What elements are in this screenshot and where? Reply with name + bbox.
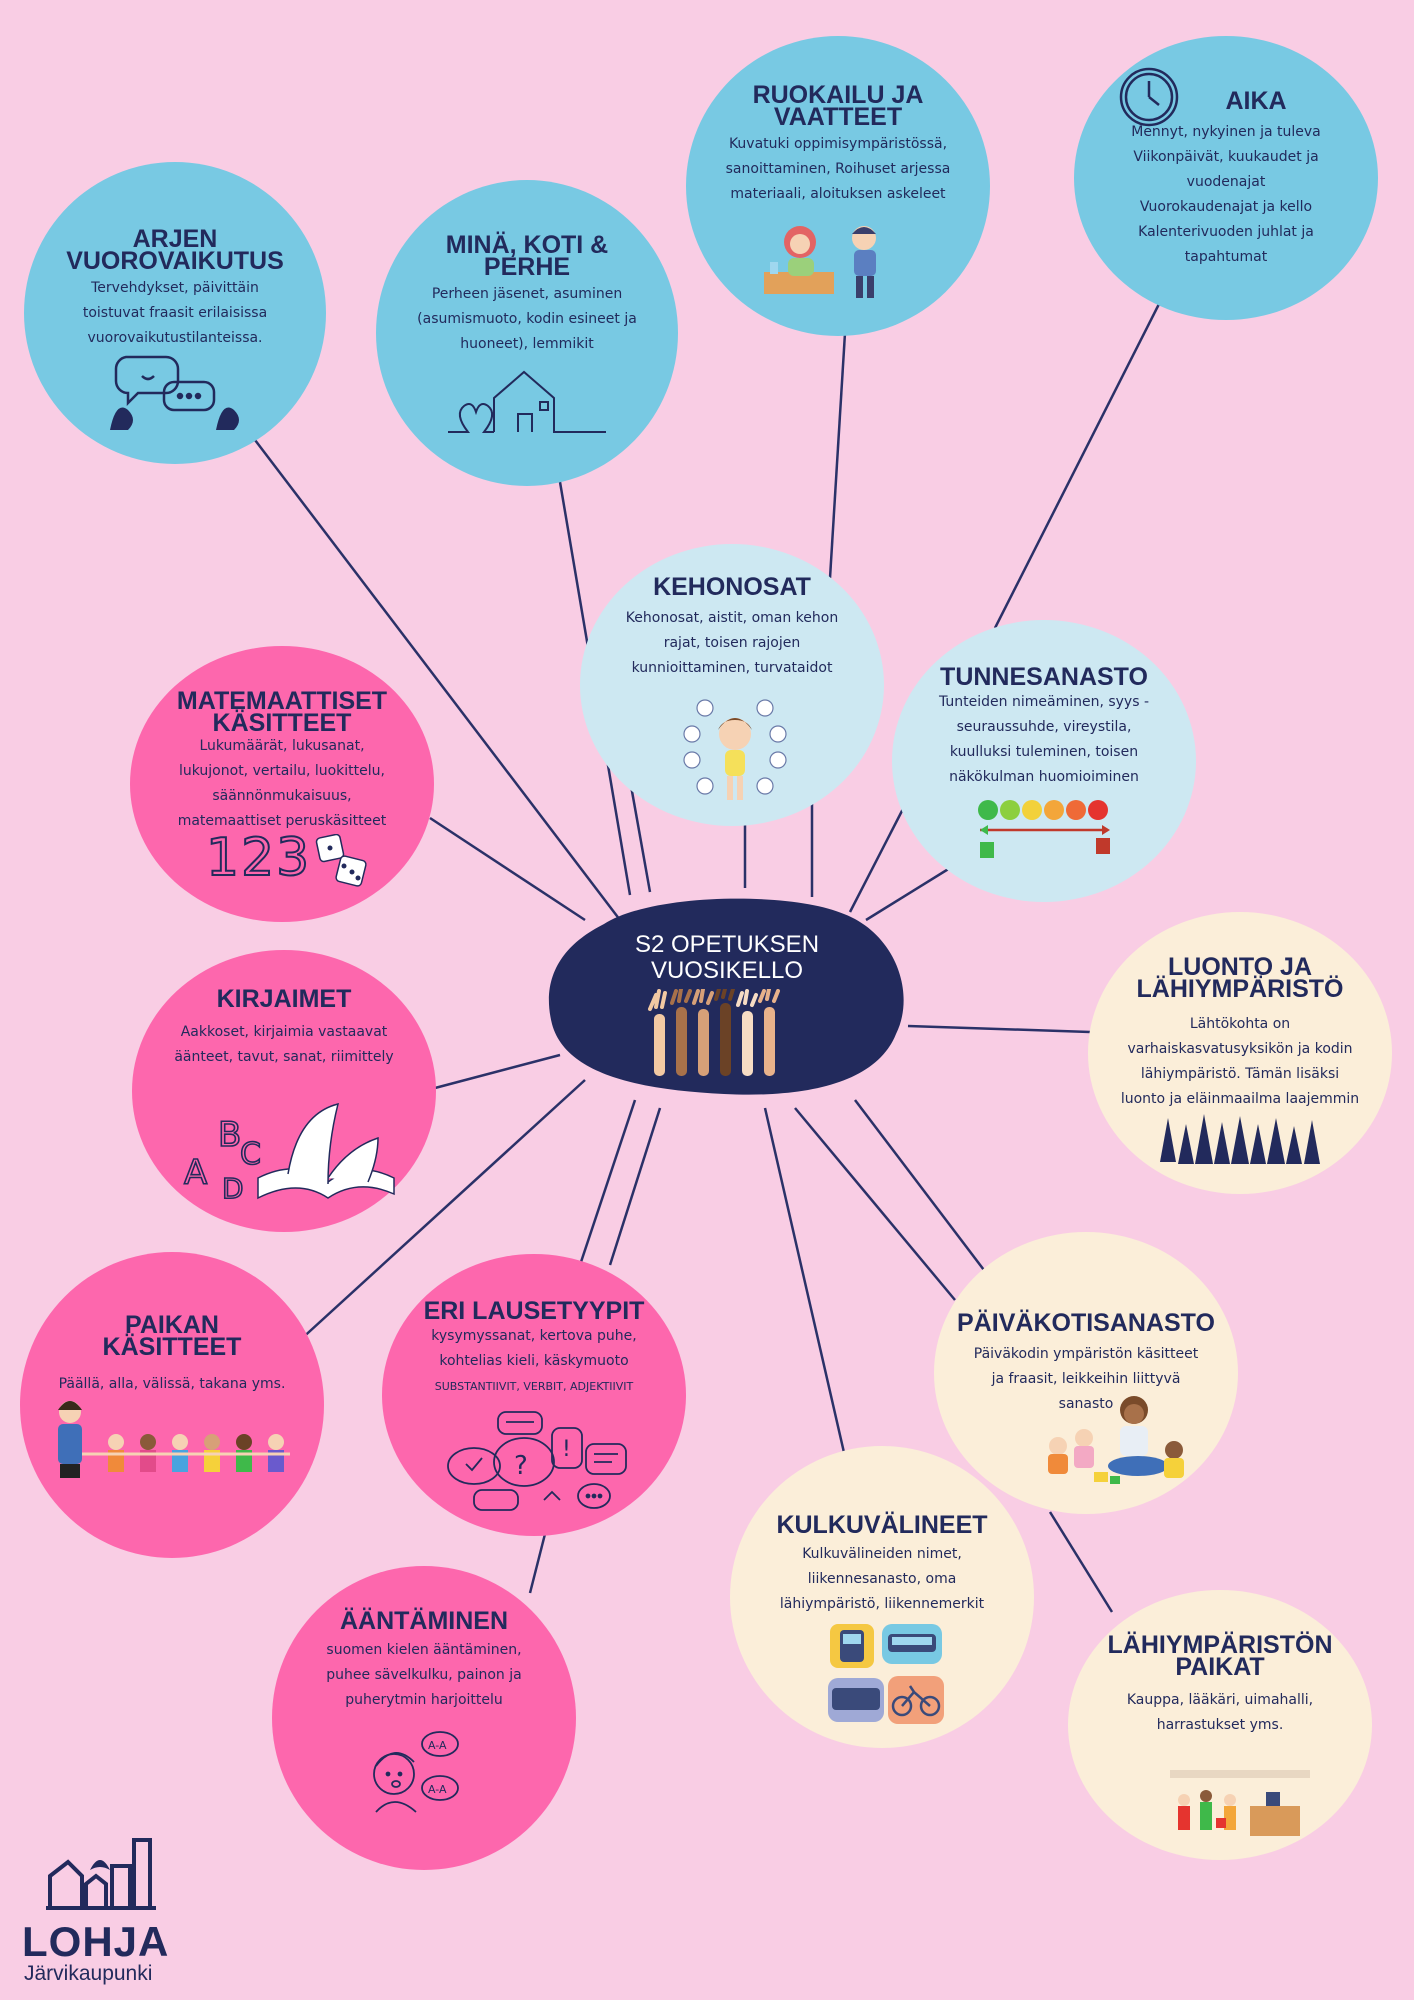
topic-title: ÄÄNTÄMINEN — [339, 1607, 509, 1635]
center-blob — [548, 898, 904, 1095]
topic-mina-koti-perhe: MINÄ, KOTI &PERHE Perheen jäsenet, asumi… — [376, 180, 678, 486]
center-hub: S2 OPETUKSEN VUOSIKELLO — [544, 884, 910, 1096]
teacher-children-icon — [1048, 1396, 1184, 1484]
forest-trees-icon — [1160, 1114, 1320, 1164]
emotion-scale-icon — [978, 800, 1110, 858]
svg-text:D: D — [222, 1172, 244, 1205]
children-eating-icon — [764, 226, 876, 298]
topic-description: Kulkuvälineiden nimet,liikennesanasto, o… — [779, 1546, 985, 1612]
child-speaking-icon: A-A A-A — [373, 1731, 459, 1813]
topic-description: suomen kielen ääntäminen,puhee sävelkulk… — [326, 1642, 522, 1708]
body-parts-girl-icon — [683, 699, 787, 800]
vehicles-icon — [828, 1624, 944, 1724]
svg-text:?: ? — [514, 1451, 528, 1481]
topic-title: MINÄ, KOTI &PERHE — [445, 231, 609, 281]
raised-hands-icon — [648, 989, 780, 1076]
topic-kulkuvalineet: KULKUVÄLINEET Kulkuvälineiden nimet,liik… — [730, 1446, 1034, 1748]
topic-description: Kuvatuki oppimisympäristössä,sanoittamin… — [725, 136, 951, 202]
lohja-town-emblem-icon — [46, 1838, 156, 1910]
topic-title: KEHONOSAT — [653, 573, 811, 601]
house-heart-icon — [448, 370, 606, 433]
topic-title: TUNNESANASTO — [940, 663, 1148, 691]
abc-book-icon: A B C D — [183, 1102, 395, 1206]
topic-description: Perheen jäsenet, asuminen(asumismuoto, k… — [417, 286, 637, 352]
logo-subtitle: Järvikaupunki — [24, 1962, 153, 1985]
topic-title: AIKA — [1225, 87, 1287, 115]
svg-text:!: ! — [562, 1437, 571, 1462]
topic-tunnesanasto: TUNNESANASTO Tunteiden nimeäminen, syys … — [892, 620, 1196, 902]
clock-icon — [1119, 67, 1179, 127]
topic-paivakotisanasto: PÄIVÄKOTISANASTO Päiväkodin ympäristön k… — [934, 1232, 1238, 1514]
topic-eri-lausetyypit: ERI LAUSETYYPIT kysymyssanat, kertova pu… — [382, 1254, 686, 1536]
svg-text:C: C — [240, 1137, 261, 1172]
center-title: S2 OPETUKSEN VUOSIKELLO — [634, 931, 820, 984]
lohja-logo: LOHJA Järvikaupunki — [22, 1830, 222, 1985]
children-holding-hands-icon — [58, 1401, 290, 1478]
svg-text:B: B — [218, 1115, 241, 1155]
topic-title: PÄIVÄKOTISANASTO — [957, 1309, 1215, 1337]
topic-title: ERI LAUSETYYPIT — [423, 1297, 645, 1325]
shop-people-icon — [1170, 1770, 1310, 1836]
topic-description: Tunteiden nimeäminen, syys -seuraussuhde… — [938, 694, 1150, 785]
numbers-123-icon: 123 — [205, 827, 312, 889]
topic-description: Päällä, alla, välissä, takana yms. — [58, 1376, 286, 1392]
topic-title: KIRJAIMET — [216, 985, 352, 1013]
svg-text:A-A: A-A — [428, 1739, 447, 1752]
logo-name: LOHJA — [22, 1918, 170, 1965]
topic-description: Kauppa, lääkäri, uimahalli,harrastukset … — [1126, 1692, 1314, 1733]
svg-text:A-A: A-A — [428, 1783, 447, 1796]
topic-title: KULKUVÄLINEET — [776, 1511, 988, 1539]
topic-aantaminen: ÄÄNTÄMINEN suomen kielen ääntäminen,puhe… — [272, 1566, 576, 1870]
topic-description: Lukumäärät, lukusanat,lukujonot, vertail… — [177, 738, 387, 829]
svg-text:A: A — [184, 1153, 207, 1193]
dice-icon — [315, 834, 367, 887]
speech-doodles-icon: ? ! — [447, 1411, 627, 1511]
topic-description: kysymyssanat, kertova puhe,kohtelias kie… — [431, 1328, 637, 1393]
chat-bubbles-icon — [110, 355, 239, 430]
